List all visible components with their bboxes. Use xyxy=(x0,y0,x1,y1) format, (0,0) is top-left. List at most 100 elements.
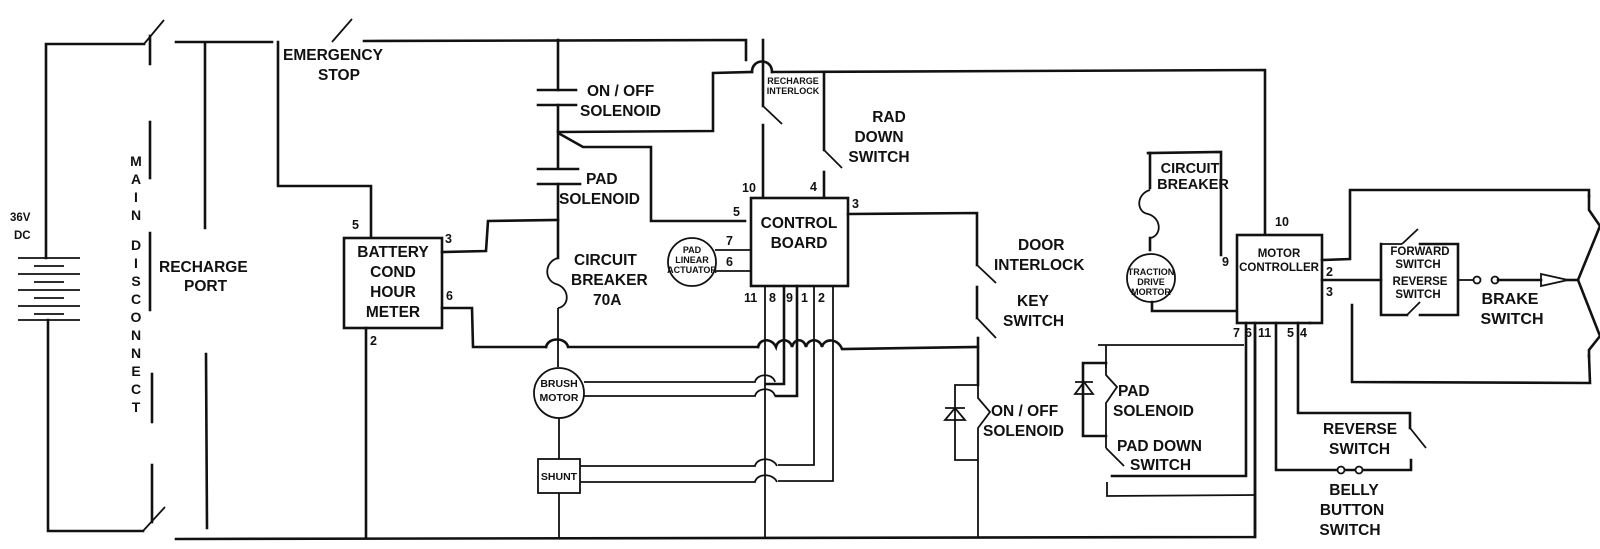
pad-linear-actuator: PAD LINEAR ACTUATOR xyxy=(667,237,717,287)
recharge-interlock-label-2: INTERLOCK xyxy=(767,86,820,96)
recharge-port-label-1: RECHARGE xyxy=(159,259,248,276)
battery-meter-label-3: HOUR xyxy=(370,284,416,301)
battery-meter-label-1: BATTERY xyxy=(357,244,429,261)
key-switch xyxy=(976,317,997,339)
mc-pin-6: 6 xyxy=(1245,326,1252,340)
motor-controller-box xyxy=(1235,233,1324,325)
reverse-switch xyxy=(1409,427,1427,449)
pad-coil-label-1: PAD xyxy=(1118,383,1150,400)
battery-hour-meter: BATTERY COND HOUR METER 5 3 6 2 xyxy=(342,218,453,348)
wire-mc-7 xyxy=(1110,321,1248,478)
brake-switch-label-1: BRAKE xyxy=(1482,291,1539,308)
battery-meter-pin-5: 5 xyxy=(352,218,359,232)
traction-breaker-label-1: CIRCUIT xyxy=(1161,161,1220,177)
main-disconnect-letter: O xyxy=(131,309,142,325)
motor-controller-label-2: CONTROLLER xyxy=(1239,262,1320,274)
wire-battery-bottom xyxy=(46,318,145,533)
pedal-arrow-icon xyxy=(1540,272,1569,288)
mc-pin-7: 7 xyxy=(1233,326,1240,340)
battery-label-1: 36V xyxy=(10,212,31,224)
main-disconnect-letter: S xyxy=(131,273,140,289)
wire-battery-top xyxy=(44,42,146,260)
control-board-label-2: BOARD xyxy=(771,235,828,252)
main-disconnect-letter: N xyxy=(131,327,141,343)
reverse-label-1: REVERSE xyxy=(1393,276,1448,288)
disconnect-switch-bottom xyxy=(142,506,166,532)
pad-actuator-label-1: PAD xyxy=(683,245,702,255)
battery-meter-box xyxy=(342,236,444,330)
cb-pin-3: 3 xyxy=(852,197,859,211)
recharge-interlock-switch xyxy=(762,105,783,125)
emergency-stop-switch xyxy=(331,18,353,43)
wire-pad-down-return xyxy=(1106,482,1257,497)
onoff-coil-label-2: SOLENOID xyxy=(983,423,1064,440)
wire-mc-2 xyxy=(1320,188,1591,262)
brush-motor-label-2: MOTOR xyxy=(540,392,579,404)
pad-coil-label-2: SOLENOID xyxy=(1113,403,1194,420)
pad-down-label-1: PAD DOWN xyxy=(1117,438,1202,455)
pad-actuator-label-2: LINEAR xyxy=(675,255,709,265)
wire-mc-return xyxy=(1350,303,1592,385)
battery-meter-label-2: COND xyxy=(370,264,416,281)
wire-cb3-to-door xyxy=(846,211,979,267)
cb-pin-11: 11 xyxy=(744,291,757,305)
reverse-switch-label-1: REVERSE xyxy=(1323,421,1397,438)
battery-circuit: 36V DC xyxy=(10,42,146,533)
main-disconnect-letter: C xyxy=(131,291,141,307)
forward-reverse-switch: FORWARD SWITCH REVERSE SWITCH xyxy=(1379,228,1460,317)
pad-actuator-label-3: ACTUATOR xyxy=(667,265,717,275)
traction-breaker-label-2: BREAKER xyxy=(1157,177,1229,193)
battery-icon xyxy=(18,257,80,321)
control-board-label-1: CONTROL xyxy=(761,215,838,232)
wire-traction-to-controller xyxy=(1150,300,1240,313)
belly-button-switch-icon xyxy=(1336,465,1364,475)
onoff-diode-icon xyxy=(943,406,967,421)
motor-controller: MOTOR CONTROLLER 10 2 3 7 6 11 5 4 xyxy=(1233,215,1333,340)
key-switch-label-2: SWITCH xyxy=(1003,313,1064,330)
main-disconnect-letter: E xyxy=(131,363,140,379)
cb-pin-1: 1 xyxy=(801,291,808,305)
belly-label-1: BELLY xyxy=(1329,482,1379,499)
main-disconnect-letter: C xyxy=(131,381,141,397)
mc-pin-10: 10 xyxy=(1275,215,1289,229)
cb-pin-2: 2 xyxy=(818,291,825,305)
recharge-port-minus xyxy=(204,352,209,530)
cb-pin-6: 6 xyxy=(726,255,733,269)
onoff-contact-label-2: SOLENOID xyxy=(580,103,661,120)
pad-contact-label-1: PAD xyxy=(586,171,618,188)
pad-down-switch xyxy=(1105,447,1125,467)
pad-linear-actuator-circle xyxy=(667,237,717,287)
control-board: CONTROL BOARD 10 4 3 5 7 6 11 8 9 1 2 xyxy=(726,180,859,305)
wire-meter-6-cont xyxy=(544,338,760,349)
wire-to-meter-5 xyxy=(276,40,373,239)
emergency-stop-label-1: EMERGENCY xyxy=(283,47,384,64)
wire-mc-4-reverse xyxy=(1296,321,1412,430)
rad-down-label-1: RAD xyxy=(872,109,906,126)
brush-motor: BRUSH MOTOR xyxy=(533,367,585,419)
pad-solenoid-contact xyxy=(536,167,582,186)
mc-pin-4: 4 xyxy=(1300,326,1307,340)
mc-pin-5: 5 xyxy=(1287,326,1294,340)
recharge-interlock-label-1: RECHARGE xyxy=(767,76,819,86)
cb-pin-9: 9 xyxy=(786,291,793,305)
mc-pin-3: 3 xyxy=(1326,285,1333,299)
cb-pin-10: 10 xyxy=(742,181,756,195)
main-disconnect-letter: M xyxy=(130,153,142,169)
main-disconnect-letter: N xyxy=(131,345,141,361)
brush-motor-label-1: BRUSH xyxy=(540,378,577,390)
brush-motor-lead-1 xyxy=(584,374,776,383)
motor-controller-label-1: MOTOR xyxy=(1258,248,1301,260)
wire-traction-breaker-top xyxy=(1146,150,1223,257)
traction-drive-motor: TRACTION DRIVE MORTOR xyxy=(1126,253,1176,303)
pad-down-label-2: SWITCH xyxy=(1130,457,1191,474)
onoff-solenoid-contact xyxy=(536,88,578,107)
breaker-70a-label-2: BREAKER xyxy=(571,272,648,289)
shunt-label: SHUNT xyxy=(541,471,578,483)
traction-motor-label-1: TRACTION xyxy=(1128,267,1175,277)
wire-meter-6 xyxy=(440,306,548,349)
belly-label-2: BUTTON xyxy=(1320,502,1384,519)
door-interlock-label-2: INTERLOCK xyxy=(994,257,1085,274)
breaker-70a-label-3: 70A xyxy=(593,292,621,309)
